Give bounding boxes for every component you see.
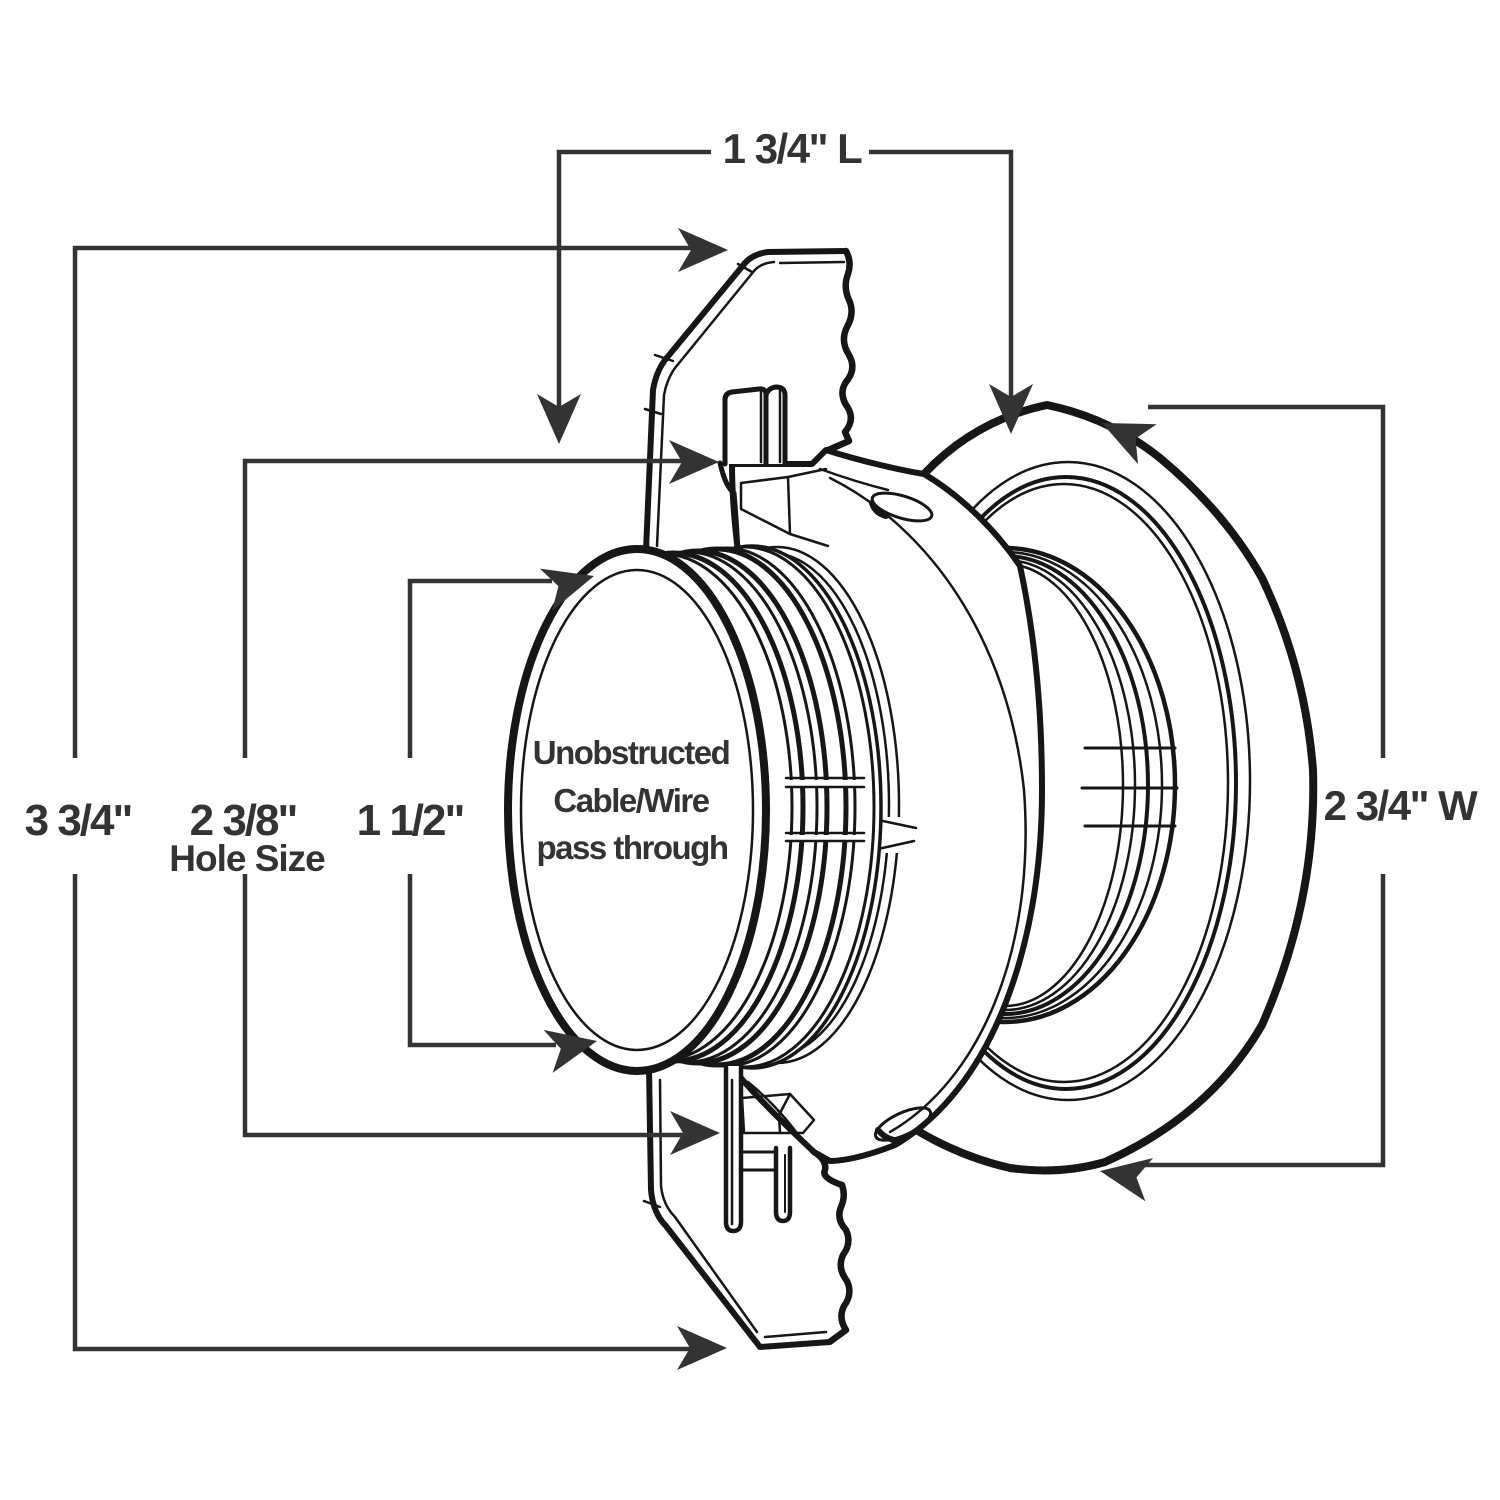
svg-text:1 1/2": 1 1/2": [357, 796, 464, 845]
svg-text:Unobstructed: Unobstructed: [533, 734, 730, 771]
svg-text:Cable/Wire: Cable/Wire: [553, 782, 709, 819]
svg-text:2 3/8": 2 3/8": [190, 796, 297, 845]
svg-text:pass through: pass through: [536, 829, 727, 866]
svg-text:2 3/4" W: 2 3/4" W: [1324, 782, 1478, 829]
svg-text:Hole Size: Hole Size: [169, 838, 325, 879]
svg-text:3 3/4": 3 3/4": [25, 796, 132, 845]
svg-text:1 3/4" L: 1 3/4" L: [723, 125, 862, 172]
